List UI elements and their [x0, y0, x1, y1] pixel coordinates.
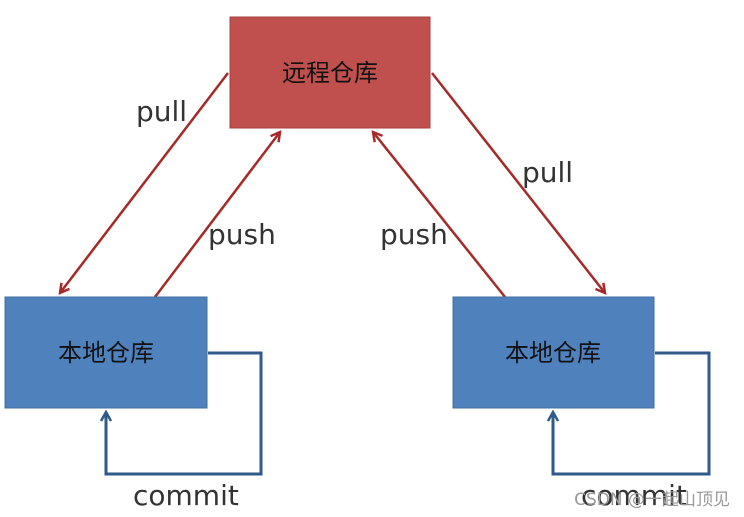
push-left-arrow — [154, 132, 280, 298]
watermark-text: CSDN @一起山顶见 — [574, 490, 730, 510]
remote-repository-label: 远程仓库 — [282, 59, 378, 87]
pull-right-label: pull — [522, 156, 573, 189]
pull-right-arrow — [431, 72, 605, 293]
local-repository-left-box — [4, 296, 208, 409]
remote-repository-node: 远程仓库 — [229, 16, 431, 129]
pull-left-arrow — [60, 72, 229, 293]
push-left-label: push — [208, 218, 276, 251]
local-repository-left-label: 本地仓库 — [58, 339, 154, 367]
commit-left-arrow — [106, 351, 263, 476]
commit-right-label: commit — [581, 479, 687, 512]
local-repository-right-node: 本地仓库 — [452, 296, 655, 409]
push-right-label: push — [380, 218, 448, 251]
commit-left-label: commit — [133, 479, 239, 512]
push-right-arrow — [373, 132, 506, 298]
pull-left-label: pull — [136, 95, 187, 128]
remote-repository-box — [229, 16, 431, 129]
local-repository-left-node: 本地仓库 — [4, 296, 208, 409]
local-repository-right-box — [452, 296, 655, 409]
local-repository-right-label: 本地仓库 — [505, 339, 601, 367]
commit-right-arrow — [553, 351, 711, 476]
